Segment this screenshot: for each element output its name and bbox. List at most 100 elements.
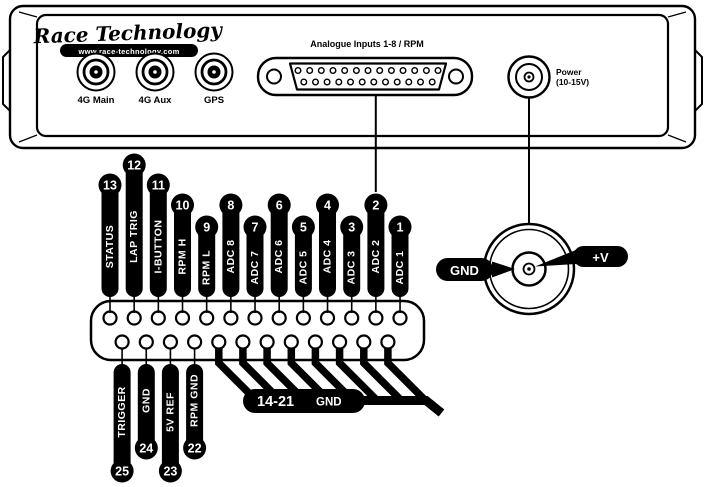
sma-connector-gps: GPS [194,52,234,106]
top-pin-1: ADC 11 [388,215,412,313]
sma-connector-4g-main: 4G Main [76,52,116,106]
pinout-connector-outline [89,299,426,362]
pin-number-badge [110,459,134,483]
db25-hole [323,78,331,86]
pin-label-pill [125,165,143,297]
pin-number: 2 [372,199,379,213]
db25-hole [422,66,430,74]
db25-hole [306,66,314,74]
plug-center-pin-dot [527,267,531,271]
corner-chamfer [667,134,687,143]
gnd-bus-pill [243,389,365,413]
pin-label: I-BUTTON [152,220,164,274]
db25-screw-right [448,68,464,85]
plus-v-pointer-arrow [535,250,576,267]
pin-number: 4 [324,199,331,213]
pin-label-pill [113,364,131,471]
pin-number-badge [158,459,182,483]
db25-hole [382,78,390,86]
top-pin-4: ADC 44 [316,193,339,313]
connector-hole [283,334,299,350]
pin-label-pill [343,227,361,297]
pin-number: 8 [227,199,234,213]
pin-label: ADC 7 [249,250,261,284]
gnd-bus-wire [263,348,308,404]
connector-hole [271,310,287,326]
pin-number: 23 [163,465,177,479]
db25-screw-left [266,68,282,85]
top-pin-5: ADC 5 5 [291,215,315,313]
gnd-bus-wire [335,348,380,404]
power-device-connector: Power (10-15V) [507,55,589,99]
gnd-bus-label: 14-21 GND [243,389,365,413]
top-pin-10: RPM H10 [171,193,194,313]
pin-label-pill [246,227,264,297]
gnd-bus-wire [360,348,404,404]
pin-number-badge [364,193,388,217]
pin-label-pill [367,205,385,297]
pin-number-badge [267,193,291,217]
db25-hole [317,66,325,74]
pin-number-badge [134,436,158,460]
gnd-bus-wire [239,348,284,404]
plus-v-label: +V [592,250,609,265]
pin-label-pill [319,205,336,297]
connector-hole [247,310,263,326]
corner-chamfer [18,11,38,18]
sma-center-pin [94,70,98,74]
gnd-bus-wire [311,348,356,404]
db25-hole [417,78,425,86]
connector-hole [259,334,275,350]
sma-center-pin [212,70,216,74]
db25-hole [376,66,384,74]
connector-hole [368,310,384,326]
brand-logo: Race Technology www.race-technology.com [32,18,224,57]
pin-number-badge [195,215,219,239]
pin-number: 5 [300,221,307,235]
gnd-bus-wire [215,348,259,404]
sma-label: 4G Main [78,95,115,106]
pin-number-badge [340,215,364,239]
sma-label: 4G Aux [139,95,173,106]
pin-number: 11 [152,179,165,193]
top-pin-6: ADC 66 [267,193,291,313]
db25-hole [370,78,378,86]
pin-number: 1 [397,221,404,235]
connector-hole [380,334,396,350]
db25-device-connector: Analogue Inputs 1-8 / RPM [256,39,474,97]
db25-label: Analogue Inputs 1-8 / RPM [310,39,424,49]
top-pin-2: ADC 22 [364,193,388,313]
pin-label: ADC 8 [225,239,237,273]
pin-number: 9 [203,221,210,235]
pin-label: ADC 5 [297,250,309,284]
db25-hole [347,78,355,86]
brand-website: www.race-technology.com [77,47,179,56]
connector-hole [102,310,118,326]
db25-hole [387,66,395,74]
sma-label: GPS [204,95,224,106]
db25-hole [341,66,349,74]
connector-hole [162,334,178,350]
pin-label: GND [140,388,152,413]
plus-v-label-pill [573,246,628,267]
gnd-label-pill [436,258,493,281]
connector-hole [235,334,251,350]
pin-number-badge [171,193,194,217]
connector-hole [211,334,227,350]
faceplate-outline [35,13,670,138]
gnd-bus-wire [287,348,332,404]
connector-hole [307,334,323,350]
pin-label: RPM H [177,238,189,274]
connector-hole [199,310,215,326]
pin-number-badge [146,173,170,197]
db25-hole [312,78,320,86]
connector-hole [114,334,130,350]
